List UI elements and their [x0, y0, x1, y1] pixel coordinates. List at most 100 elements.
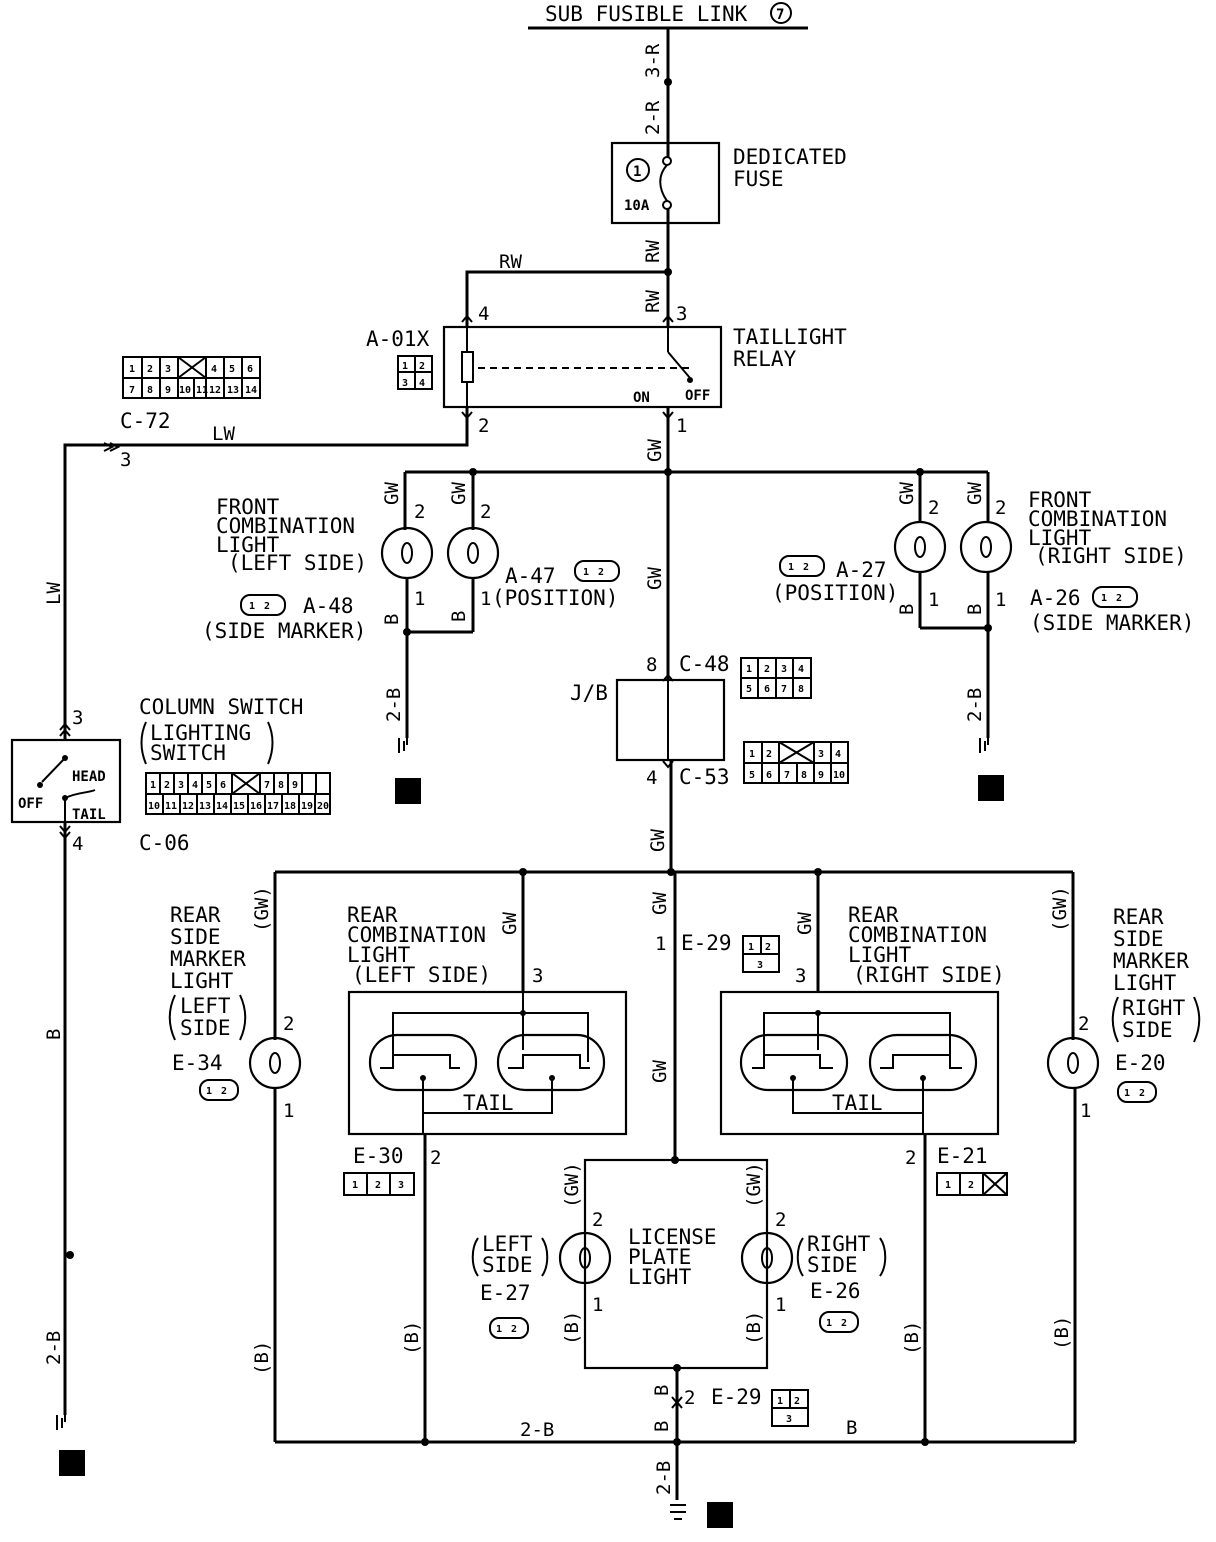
- a47-position-label: (POSITION): [492, 586, 618, 610]
- position-bulb: [893, 520, 947, 574]
- svg-text:11: 11: [165, 801, 177, 812]
- svg-text:GW: GW: [499, 912, 521, 935]
- svg-text:1: 1: [676, 415, 687, 437]
- a48-connector: A-48: [303, 594, 354, 618]
- a01x-connector-icon: 1 2 3 4: [397, 355, 433, 390]
- wire-rw-label-1: RW: [642, 240, 664, 263]
- svg-text:5: 5: [746, 684, 752, 695]
- svg-text:2-B: 2-B: [964, 688, 986, 722]
- relay-coil: [461, 351, 474, 383]
- svg-text:2: 2: [478, 415, 489, 437]
- svg-text:2: 2: [419, 361, 425, 372]
- svg-text:3: 3: [786, 1414, 792, 1425]
- ground-point-9: [707, 1502, 733, 1528]
- ground-number-6: 6: [64, 1451, 77, 1475]
- svg-text:7: 7: [784, 770, 790, 781]
- rear-right-side-marker: (GW) REAR SIDE MARKER LIGHT RIGHT SIDE 2…: [1046, 872, 1201, 1122]
- dedicated-fuse: 1 10A DEDICATED FUSE: [610, 141, 847, 225]
- svg-text:RIGHT: RIGHT: [1122, 996, 1186, 1020]
- svg-text:1: 1: [480, 588, 491, 610]
- svg-text:7: 7: [264, 780, 270, 791]
- svg-text:4: 4: [211, 364, 217, 375]
- svg-text:GW: GW: [964, 482, 986, 505]
- svg-text:LEFT: LEFT: [482, 1232, 533, 1256]
- svg-text:1: 1: [129, 364, 135, 375]
- svg-text:1: 1: [945, 1180, 951, 1191]
- side-marker-bulb: [959, 520, 1013, 574]
- wire-rw-label-2: RW: [642, 290, 664, 313]
- fuse-label-2: FUSE: [733, 167, 784, 191]
- e29-connector-top: E-29: [681, 931, 732, 955]
- svg-text:2: 2: [1139, 1088, 1145, 1099]
- svg-text:2: 2: [264, 601, 270, 612]
- jb-label: J/B: [570, 681, 608, 705]
- svg-text:LIGHT: LIGHT: [170, 969, 234, 993]
- svg-text:4: 4: [798, 664, 804, 675]
- svg-text:SIDE: SIDE: [807, 1253, 858, 1277]
- svg-text:4: 4: [646, 767, 657, 789]
- svg-text:3: 3: [402, 378, 408, 389]
- svg-text:3: 3: [757, 960, 763, 971]
- wire-gw-label-1: GW: [644, 439, 666, 462]
- svg-text:2: 2: [221, 1086, 227, 1097]
- svg-text:1: 1: [746, 664, 752, 675]
- svg-text:SIDE: SIDE: [482, 1253, 533, 1277]
- relay-name-2: RELAY: [733, 347, 797, 371]
- svg-text:COMBINATION: COMBINATION: [347, 923, 486, 947]
- svg-text:1: 1: [826, 1318, 832, 1329]
- svg-text:2: 2: [684, 1387, 695, 1409]
- svg-text:19: 19: [301, 801, 313, 812]
- a27-connector-icon: 1 2: [779, 555, 825, 577]
- e29-connector-icon: 1 2 3: [742, 935, 780, 973]
- svg-text:1: 1: [1101, 593, 1107, 604]
- svg-text:1: 1: [748, 942, 754, 953]
- switch-tail-label: TAIL: [72, 807, 106, 823]
- rear-right-tail-label: TAIL: [832, 1091, 883, 1115]
- svg-text:2: 2: [775, 1209, 786, 1231]
- svg-text:GW: GW: [381, 482, 403, 505]
- fuse-element: [659, 164, 668, 202]
- wire-3r-label: 3-R: [642, 43, 664, 78]
- svg-text:LICENSE: LICENSE: [628, 1225, 717, 1249]
- svg-text:2: 2: [905, 1147, 916, 1169]
- svg-text:3: 3: [72, 707, 83, 729]
- svg-text:10: 10: [833, 770, 845, 781]
- svg-text:1: 1: [583, 567, 589, 578]
- svg-text:B: B: [964, 604, 986, 615]
- svg-text:(B): (B): [401, 1321, 423, 1355]
- svg-text:2: 2: [794, 1396, 800, 1407]
- e20-connector: E-20: [1115, 1051, 1166, 1075]
- svg-text:1: 1: [150, 780, 156, 791]
- ground-number-3: 3: [983, 777, 996, 801]
- svg-text:1: 1: [655, 933, 666, 955]
- c48-connector-icon: 1 2 3 4 5 6 7 8: [740, 657, 812, 699]
- e26-connector-icon: 1 2: [819, 1311, 859, 1333]
- svg-text:LIGHT: LIGHT: [848, 943, 912, 967]
- svg-text:2: 2: [375, 1180, 381, 1191]
- e27-connector: E-27: [480, 1281, 531, 1305]
- switch-label: SWITCH: [150, 741, 226, 765]
- a26-connector: A-26: [1030, 586, 1081, 610]
- svg-text:5: 5: [206, 780, 212, 791]
- svg-text:1: 1: [777, 1396, 783, 1407]
- svg-text:2: 2: [995, 497, 1006, 519]
- switch-off-label: OFF: [18, 796, 43, 812]
- svg-text:13: 13: [227, 385, 239, 396]
- e34-connector: E-34: [172, 1051, 223, 1075]
- switch-head-label: HEAD: [72, 769, 106, 785]
- a27-position-label: (POSITION): [772, 581, 898, 605]
- c72-connector-label: C-72: [120, 409, 171, 433]
- wire-2r-label: 2-R: [642, 100, 664, 135]
- c06-connector-icon: 1 2 3 4 5 6 7 8 9 10 11 12 13 14 15 16 1…: [145, 772, 331, 815]
- svg-text:8: 8: [147, 385, 153, 396]
- rear-right-combination-light: GW REAR COMBINATION LIGHT (RIGHT SIDE) 3…: [719, 872, 1008, 1196]
- wire-lw-label-1: LW: [212, 423, 235, 445]
- svg-text:REAR: REAR: [347, 903, 398, 927]
- svg-text:(B): (B): [901, 1321, 923, 1355]
- svg-text:2: 2: [414, 501, 425, 523]
- rear-right-marker-bulb: [1046, 1036, 1100, 1090]
- svg-text:11: 11: [196, 385, 208, 396]
- svg-text:2: 2: [765, 942, 771, 953]
- a47-connector-icon: 1 2: [574, 560, 620, 582]
- wire-rw-label-3: RW: [499, 251, 522, 273]
